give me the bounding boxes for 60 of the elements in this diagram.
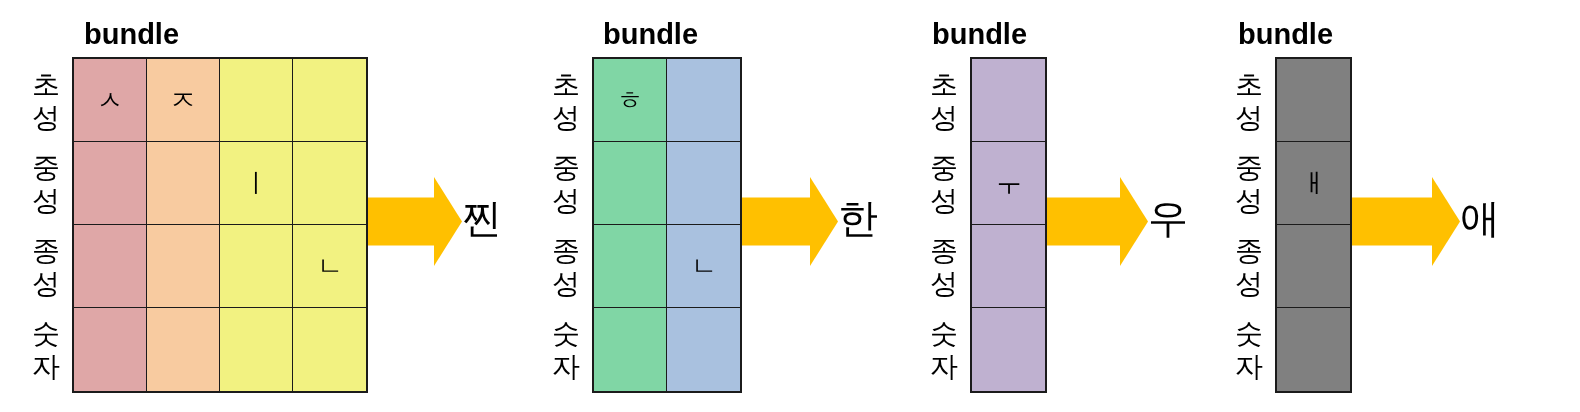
table-cell: ㅐ — [1277, 142, 1350, 225]
row-label: 초성 — [32, 67, 60, 134]
row-label: 숫자 — [32, 316, 60, 383]
table-cell — [1277, 225, 1350, 308]
block-arrow — [368, 177, 462, 266]
table-cell — [147, 225, 220, 308]
row-label: 종성 — [930, 233, 958, 300]
row-label: 종성 — [1235, 233, 1263, 300]
table-cell — [147, 308, 220, 391]
table-cell — [667, 308, 740, 391]
table-heading: bundle — [84, 18, 180, 50]
table-cell — [220, 59, 293, 142]
row-label: 중성 — [32, 150, 60, 217]
table-cell — [594, 225, 667, 308]
table-cell — [594, 142, 667, 225]
row-label: 종성 — [32, 233, 60, 300]
table-cell — [293, 59, 366, 142]
table-cell — [972, 59, 1045, 142]
block-arrow — [742, 177, 838, 266]
row-label: 종성 — [552, 233, 580, 300]
row-label: 초성 — [552, 67, 580, 134]
table-cell — [594, 308, 667, 391]
hangul-syllable: 우 — [1148, 194, 1188, 242]
table-cell — [74, 142, 147, 225]
row-label: 숫자 — [1235, 316, 1263, 383]
block-arrow — [1047, 177, 1148, 266]
table-cell — [293, 142, 366, 225]
table-cell: ㄴ — [293, 225, 366, 308]
row-label: 중성 — [552, 150, 580, 217]
table-cell — [74, 225, 147, 308]
table-heading: bundle — [1238, 18, 1334, 50]
row-label: 초성 — [930, 67, 958, 134]
table-cell: ㄴ — [667, 225, 740, 308]
row-label: 숫자 — [930, 316, 958, 383]
table-cell: ㅎ — [594, 59, 667, 142]
table-cell — [667, 59, 740, 142]
table-cell — [220, 225, 293, 308]
table-cell — [972, 308, 1045, 391]
table-cell — [220, 308, 293, 391]
row-label: 초성 — [1235, 67, 1263, 134]
table-cell: ㅣ — [220, 142, 293, 225]
hangul-syllable: 한 — [838, 194, 878, 242]
table-cell — [74, 308, 147, 391]
row-label: 중성 — [1235, 150, 1263, 217]
table-cell — [972, 225, 1045, 308]
table-heading: bundle — [932, 18, 1028, 50]
row-label: 숫자 — [552, 316, 580, 383]
block-arrow — [1352, 177, 1460, 266]
hangul-syllable: 찐 — [462, 194, 502, 242]
table-cell — [667, 142, 740, 225]
table-cell: ㅜ — [972, 142, 1045, 225]
table-cell — [147, 142, 220, 225]
table-cell — [1277, 308, 1350, 391]
hangul-syllable: 애 — [1460, 194, 1500, 242]
row-label: 중성 — [930, 150, 958, 217]
table-heading: bundle — [603, 18, 699, 50]
table-cell — [1277, 59, 1350, 142]
table-cell — [293, 308, 366, 391]
table-cell: ㅅ — [74, 59, 147, 142]
table-cell: ㅈ — [147, 59, 220, 142]
